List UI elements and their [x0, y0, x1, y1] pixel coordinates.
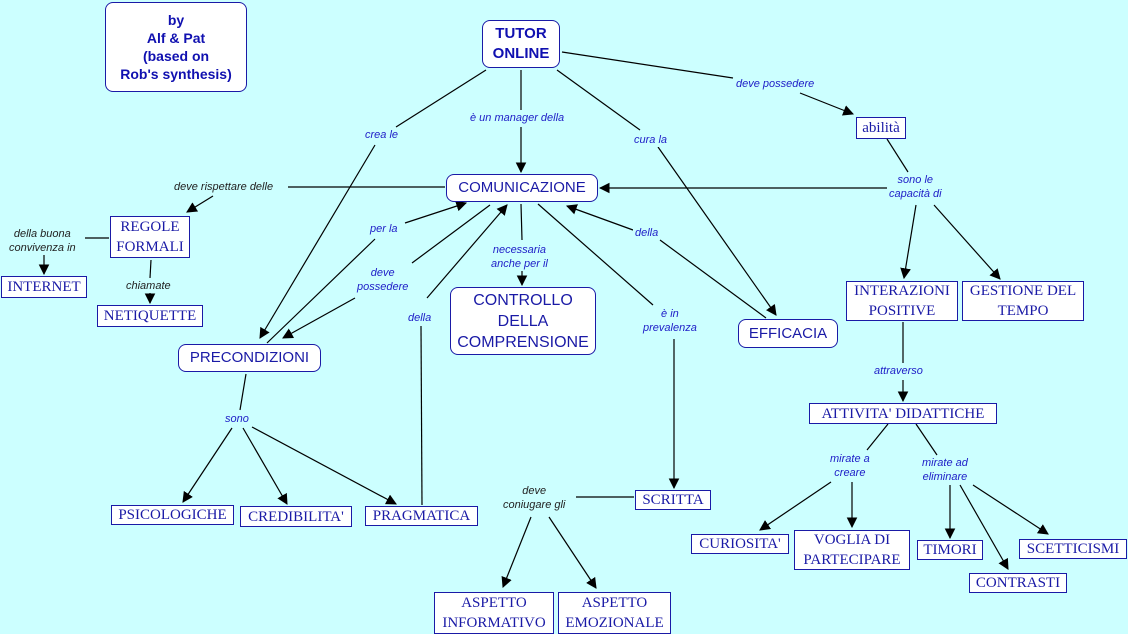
- edge: [149, 259, 152, 279]
- node-scetticismi[interactable]: SCETTICISMI: [1019, 539, 1127, 559]
- node-tutor-online[interactable]: TUTOR ONLINE: [482, 20, 560, 68]
- node-gestione-tempo[interactable]: GESTIONE DEL TEMPO: [962, 281, 1084, 321]
- link-label-necessaria: necessaria anche per il: [489, 243, 550, 271]
- edge: [915, 423, 938, 456]
- node-abilita[interactable]: abilità: [856, 117, 906, 139]
- edge: [565, 204, 634, 231]
- edge: [520, 203, 523, 241]
- link-label-cura-la: cura la: [632, 133, 670, 147]
- edge: [395, 69, 487, 128]
- edge: [866, 423, 889, 451]
- edge: [799, 92, 855, 116]
- edge: [933, 204, 1001, 280]
- edge: [426, 204, 508, 299]
- link-label-deve-possedere-precond: deve possedere: [355, 266, 411, 294]
- link-label-deve-rispettare: deve rispettare delle: [172, 180, 276, 194]
- node-controllo-comprensione[interactable]: CONTROLLO DELLA COMPRENSIONE: [450, 287, 596, 355]
- credits-box: by Alf & Pat (based on Rob's synthesis): [105, 2, 247, 92]
- node-scritta[interactable]: SCRITTA: [635, 490, 711, 510]
- node-aspetto-informativo[interactable]: ASPETTO INFORMATIVO: [434, 592, 554, 634]
- node-precondizioni[interactable]: PRECONDIZIONI: [178, 344, 321, 372]
- edge: [186, 195, 214, 213]
- node-timori[interactable]: TIMORI: [917, 540, 983, 560]
- edge: [251, 426, 397, 505]
- node-voglia-partecipare[interactable]: VOGLIA DI PARTECIPARE: [794, 530, 910, 570]
- edge: [657, 146, 777, 316]
- link-label-buona-convivenza: della buona convivenza in: [7, 227, 78, 255]
- edge: [659, 239, 767, 319]
- node-pragmatica[interactable]: PRAGMATICA: [365, 506, 478, 526]
- edge: [759, 481, 832, 531]
- link-label-attraverso: attraverso: [872, 364, 925, 378]
- edge: [282, 297, 356, 339]
- edge: [900, 204, 917, 280]
- node-contrasti[interactable]: CONTRASTI: [969, 573, 1067, 593]
- edge: [239, 373, 247, 411]
- node-attivita-didattiche[interactable]: ATTIVITA' DIDATTICHE: [809, 403, 997, 424]
- edge: [959, 484, 1009, 570]
- edge: [501, 516, 532, 589]
- edge: [404, 200, 468, 224]
- edge: [561, 51, 734, 79]
- edge: [537, 203, 654, 306]
- link-label-mirate-creare: mirate a creare: [828, 452, 872, 480]
- link-label-capacita: sono le capacità di: [887, 173, 944, 201]
- node-internet[interactable]: INTERNET: [1, 276, 87, 298]
- link-label-mirate-eliminare: mirate ad eliminare: [920, 456, 970, 484]
- node-comunicazione[interactable]: COMUNICAZIONE: [446, 174, 598, 202]
- edge: [411, 204, 491, 264]
- link-label-deve-coniugare: deve coniugare gli: [501, 484, 568, 512]
- edge: [266, 238, 376, 344]
- link-label-in-prevalenza: è in prevalenza: [641, 307, 699, 335]
- node-psicologiche[interactable]: PSICOLOGICHE: [111, 505, 234, 525]
- edge: [259, 144, 376, 339]
- edge: [886, 138, 909, 173]
- edge: [420, 325, 423, 506]
- link-label-deve-possedere-abilita: deve possedere: [734, 77, 817, 91]
- edge: [242, 427, 288, 505]
- link-label-della-efficacia: della: [633, 226, 661, 240]
- link-label-manager: è un manager della: [468, 111, 567, 125]
- node-regole-formali[interactable]: REGOLE FORMALI: [110, 216, 190, 258]
- edge: [972, 484, 1049, 535]
- node-credibilita[interactable]: CREDIBILITA': [240, 506, 352, 527]
- link-label-crea-le: crea le: [363, 128, 401, 142]
- link-label-chiamate: chiamate: [124, 279, 173, 293]
- edge: [548, 516, 597, 589]
- link-label-della-pragmatica: della: [406, 311, 434, 325]
- node-efficacia[interactable]: EFFICACIA: [738, 319, 838, 348]
- node-interazioni-positive[interactable]: INTERAZIONI POSITIVE: [846, 281, 958, 321]
- link-label-sono: sono: [223, 412, 251, 426]
- node-curiosita[interactable]: CURIOSITA': [691, 534, 789, 554]
- link-label-per-la: per la: [368, 222, 400, 236]
- node-aspetto-emozionale[interactable]: ASPETTO EMOZIONALE: [558, 592, 671, 634]
- edge: [556, 69, 641, 131]
- node-netiquette[interactable]: NETIQUETTE: [97, 305, 203, 327]
- edge: [182, 427, 233, 503]
